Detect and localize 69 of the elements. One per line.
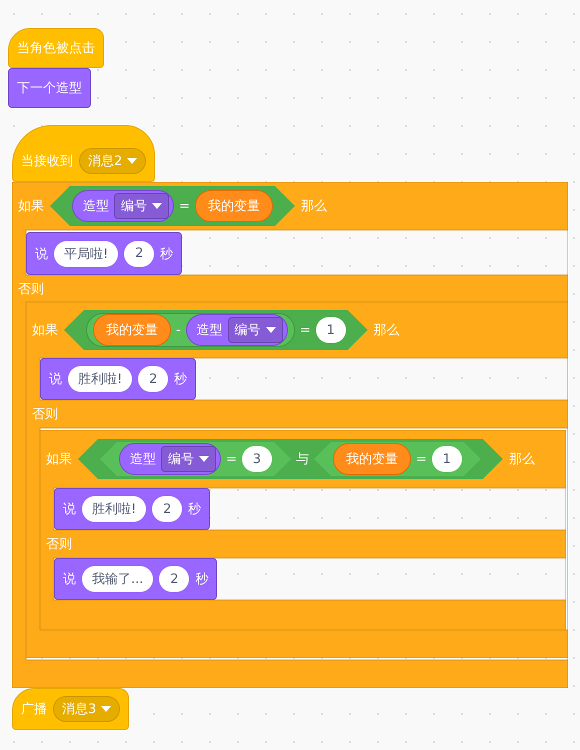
- looks-block: [40, 358, 196, 400]
- text-input: 我输了...: [82, 566, 154, 592]
- block-label: 说: [63, 571, 76, 588]
- number-input: 2: [124, 240, 154, 266]
- block-label: 秒: [195, 571, 208, 588]
- block-label: 造型: [83, 198, 109, 215]
- block-label: 那么: [508, 451, 535, 468]
- block-label: 说: [63, 501, 76, 518]
- dropdown-value: 消息2: [88, 152, 122, 170]
- number-input: 1: [316, 317, 346, 343]
- block-label: 那么: [300, 198, 327, 215]
- variable-reporter: 我的变量: [194, 190, 273, 222]
- looks-block: [8, 68, 91, 108]
- if-else-block: [12, 182, 568, 688]
- number-input: 2: [152, 496, 182, 522]
- event-hat-block: [12, 688, 130, 730]
- looks-block: [54, 488, 210, 530]
- block-label: 造型: [196, 322, 223, 339]
- dropdown-value: 编号: [121, 198, 147, 215]
- block-label: 说: [49, 371, 62, 388]
- block-label: 否则: [18, 280, 44, 298]
- block-label: 广播: [21, 701, 47, 718]
- variable-reporter: 我的变量: [93, 314, 171, 346]
- variable-reporter: 我的变量: [332, 443, 411, 475]
- dropdown-value: 编号: [168, 451, 194, 468]
- block-label: 如果: [18, 198, 44, 215]
- block-label: 如果: [46, 451, 72, 468]
- block-label: 说: [35, 246, 48, 262]
- dropdown-field: [53, 696, 120, 722]
- block-label: 否则: [46, 536, 72, 553]
- text-input: 胜利啦!: [82, 496, 146, 522]
- block-label: 秒: [188, 501, 202, 518]
- event-hat-block: [12, 125, 156, 182]
- text-input: 胜利啦!: [68, 366, 132, 392]
- sensing-reporter: [186, 314, 288, 346]
- looks-block: [54, 558, 218, 600]
- dropdown-value: 编号: [234, 322, 261, 339]
- dropdown-field: [228, 317, 283, 343]
- operator-symbol: -: [176, 322, 181, 338]
- block-label: 造型: [130, 451, 156, 468]
- operator-symbol: =: [416, 452, 427, 466]
- sensing-reporter: [72, 190, 174, 222]
- block-label: 当角色被点击: [17, 40, 95, 57]
- if-else-block: [26, 302, 568, 658]
- operator-symbol: =: [179, 198, 190, 214]
- block-label: 下一个造型: [17, 80, 82, 97]
- operator-symbol: =: [226, 452, 237, 466]
- operator-symbol: 与: [296, 451, 309, 468]
- if-else-block: [40, 430, 566, 630]
- event-hat-block: [8, 28, 104, 68]
- block-label: 秒: [174, 371, 188, 388]
- block-label: 否则: [32, 406, 58, 423]
- text-input: 平局啦!: [54, 240, 118, 266]
- dropdown-field: [161, 446, 216, 472]
- looks-block: [26, 232, 182, 275]
- operator-reporter: [86, 313, 295, 347]
- number-input: 2: [159, 566, 190, 592]
- dropdown-value: 消息3: [62, 701, 96, 718]
- block-label: 如果: [32, 322, 58, 339]
- number-input: 3: [242, 446, 272, 472]
- sensing-reporter: [119, 443, 221, 475]
- block-label: 那么: [374, 322, 400, 339]
- block-label: 秒: [160, 246, 174, 262]
- operator-symbol: =: [300, 322, 311, 338]
- number-input: 2: [138, 366, 168, 392]
- dropdown-field: [114, 193, 169, 219]
- block-label: 当接收到: [21, 152, 73, 170]
- dropdown-field: [79, 148, 146, 174]
- number-input: 1: [432, 446, 462, 472]
